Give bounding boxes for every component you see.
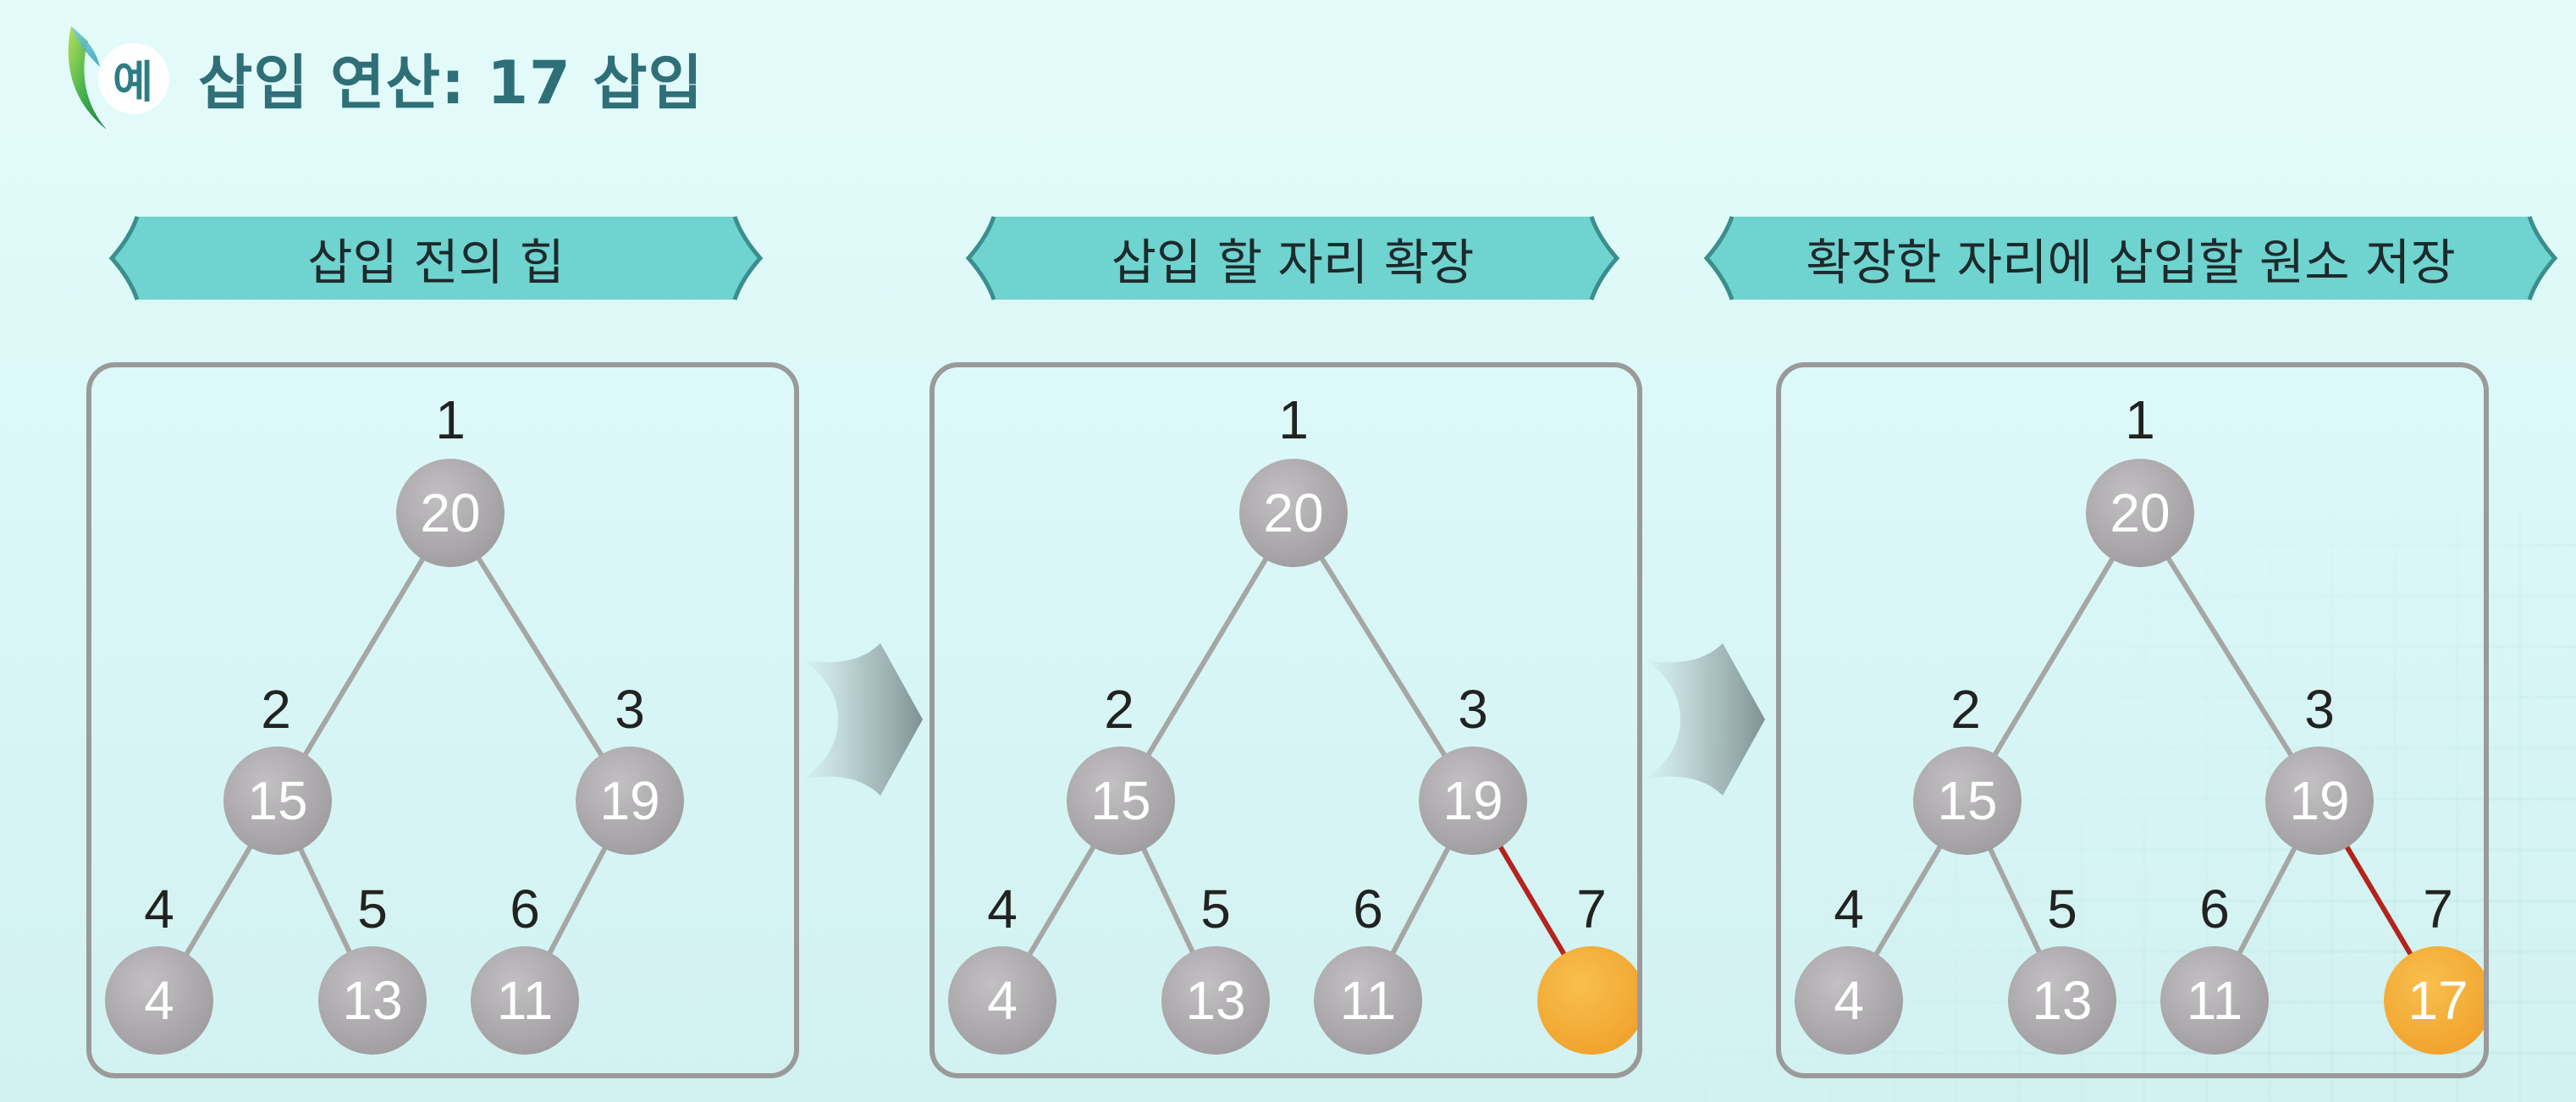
node-index-label: 2	[261, 679, 291, 740]
node-index-label: 3	[615, 679, 645, 740]
heap-node	[2265, 747, 2374, 855]
node-value: 19	[599, 770, 659, 831]
node-index-label: 6	[2199, 879, 2230, 939]
tree-edge	[275, 511, 453, 802]
badge-text: 예	[113, 57, 153, 108]
node-index-label: 4	[987, 879, 1018, 939]
heap-node	[2160, 946, 2269, 1055]
heap-node	[1067, 747, 1175, 855]
node-value: 11	[1340, 970, 1396, 1031]
node-index-label: 3	[1458, 679, 1488, 740]
heap-tree-step-3: 20 1 15 2 19 3 4 4 13 5 11 6 17 7	[1795, 389, 2484, 1055]
node-index-label: 5	[357, 879, 388, 939]
heap-node	[1314, 946, 1422, 1055]
step-1-ribbon: 삽입 전의 힙	[108, 212, 764, 305]
page-header: 예 삽입 연산: 17 삽입	[59, 19, 703, 137]
step-1-label: 삽입 전의 힙	[307, 234, 565, 291]
heap-node	[1239, 459, 1348, 567]
node-value: 15	[247, 770, 307, 831]
leaf-badge-icon: 예	[59, 23, 169, 133]
node-value: 19	[1442, 770, 1503, 831]
heap-tree-step-1: 20 1 15 2 19 3 4 4 13 5 11 6	[105, 389, 684, 1055]
heap-node	[576, 747, 684, 855]
node-index-label: 7	[1576, 879, 1607, 939]
heap-node	[105, 946, 213, 1055]
node-value: 11	[497, 970, 553, 1031]
step-2-label: 삽입 할 자리 확장	[1111, 234, 1475, 291]
node-value: 20	[420, 482, 480, 543]
tree-edge	[1291, 511, 1476, 802]
right-arrow-icon	[804, 643, 923, 796]
node-index-label: 2	[1950, 679, 1981, 740]
node-index-label: 4	[1834, 879, 1864, 939]
heap-node	[2086, 459, 2194, 567]
step-1-panel: 20 1 15 2 19 3 4 4 13 5 11 6	[86, 362, 799, 1078]
heap-node	[1419, 747, 1527, 855]
node-index-label: 5	[2047, 879, 2077, 939]
node-value: 13	[342, 970, 402, 1031]
node-value: 20	[1263, 482, 1323, 543]
node-value: 4	[1834, 970, 1864, 1031]
heap-node	[1795, 946, 1903, 1055]
heap-node	[948, 946, 1056, 1055]
tree-edge	[448, 511, 632, 802]
step-3-label: 확장한 자리에 삽입할 원소 저장	[1806, 234, 2456, 291]
node-index-label: 1	[435, 389, 466, 450]
heap-node	[396, 459, 505, 567]
step-2-ribbon: 삽입 할 자리 확장	[965, 212, 1620, 305]
node-value: 13	[2032, 970, 2092, 1031]
step-3-panel: 20 1 15 2 19 3 4 4 13 5 11 6 17 7	[1776, 362, 2489, 1078]
page-title: 삽입 연산: 17 삽입	[198, 47, 703, 118]
step-3-ribbon: 확장한 자리에 삽입할 원소 저장	[1703, 212, 2558, 305]
heap-node-new	[1537, 946, 1637, 1055]
node-index-label: 5	[1200, 879, 1231, 939]
node-index-label: 6	[510, 879, 540, 939]
heap-node	[318, 946, 427, 1055]
tree-edge	[1965, 511, 2143, 802]
node-value: 20	[2110, 482, 2170, 543]
node-value: 19	[2289, 770, 2349, 831]
step-2-panel: 20 1 15 2 19 3 4 4 13 5 11 6 7	[929, 362, 1642, 1078]
node-index-label: 7	[2423, 879, 2453, 939]
heap-node	[1161, 946, 1270, 1055]
node-value: 11	[2187, 970, 2242, 1031]
heap-node-new	[2384, 946, 2484, 1055]
node-value: 17	[2408, 970, 2468, 1031]
heap-node	[2008, 946, 2116, 1055]
node-value: 13	[1185, 970, 1245, 1031]
node-value: 15	[1937, 770, 1997, 831]
node-index-label: 4	[144, 879, 174, 939]
node-index-label: 3	[2304, 679, 2335, 740]
node-value: 15	[1090, 770, 1150, 831]
node-index-label: 1	[1278, 389, 1309, 450]
node-value: 4	[144, 970, 174, 1031]
tree-edge	[1118, 511, 1296, 802]
node-index-label: 1	[2125, 389, 2155, 450]
heap-node	[471, 946, 579, 1055]
heap-tree-step-2: 20 1 15 2 19 3 4 4 13 5 11 6 7	[948, 389, 1637, 1055]
node-index-label: 6	[1353, 879, 1383, 939]
node-index-label: 2	[1104, 679, 1134, 740]
heap-node	[1913, 747, 2022, 855]
tree-edge	[2137, 511, 2322, 802]
right-arrow-icon	[1647, 643, 1765, 796]
heap-node	[223, 747, 332, 855]
node-value: 4	[987, 970, 1018, 1031]
